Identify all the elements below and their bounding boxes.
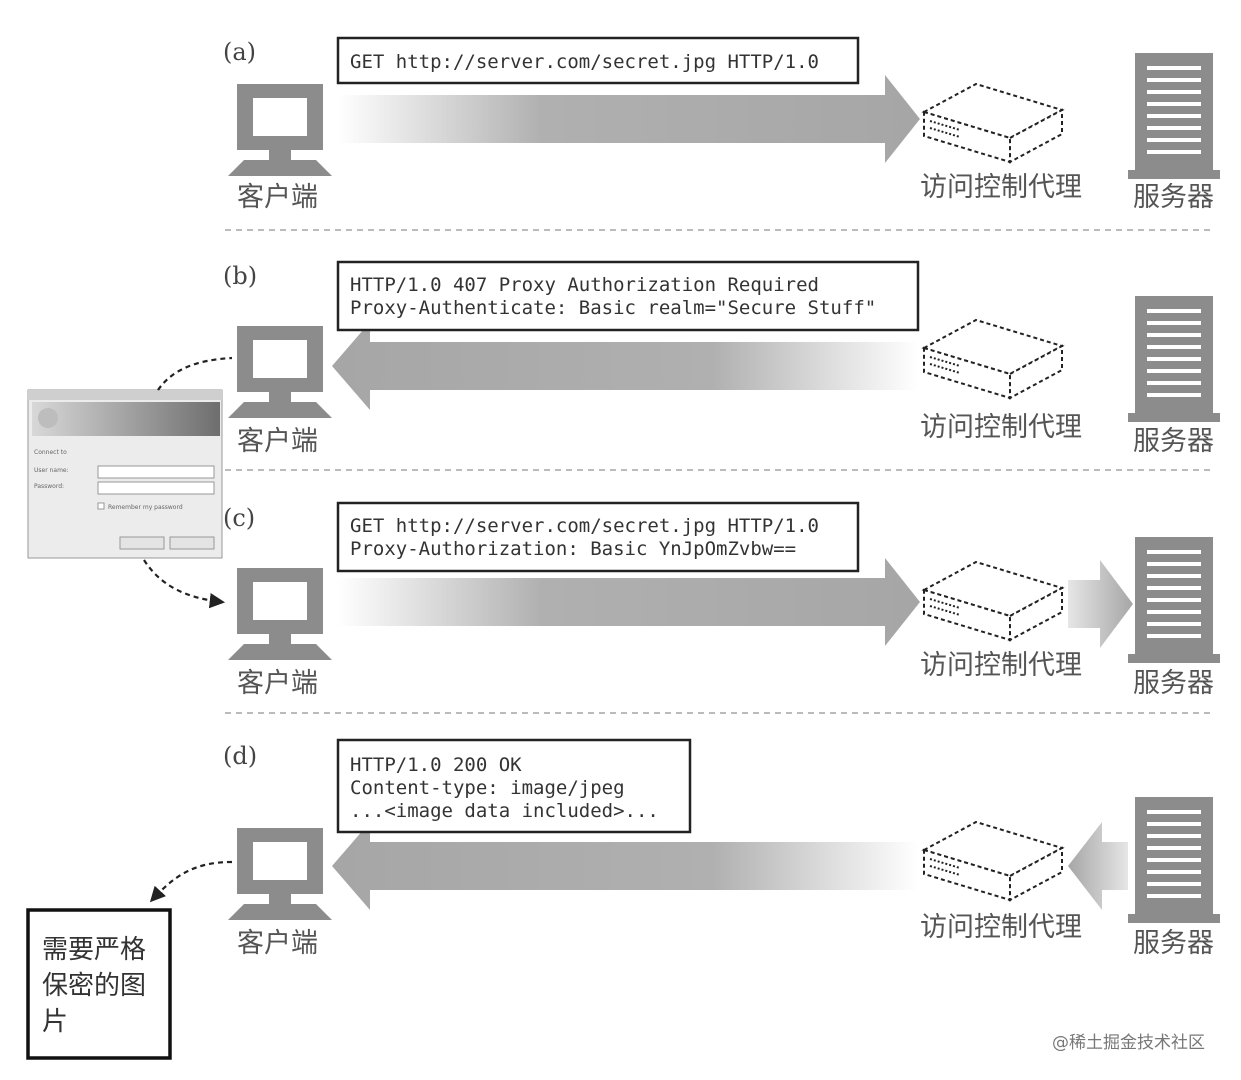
- server-tower-icon: [1128, 797, 1220, 923]
- proxy-label: 访问控制代理: [920, 412, 1082, 443]
- response-arrow: [332, 822, 918, 910]
- http-message-line: ...<image data included>...: [350, 800, 659, 822]
- secret-image-box: 需要严格 保密的图 片: [26, 908, 172, 1060]
- client-computer-icon: [228, 84, 332, 176]
- client-label: 客户端: [237, 182, 318, 213]
- panel-label: (d): [223, 742, 257, 770]
- http-message-line: Content-type: image/jpeg: [350, 777, 625, 799]
- request-arrow: [338, 558, 920, 646]
- http-message-line: Proxy-Authorization: Basic YnJpOmZvbw==: [350, 538, 796, 560]
- http-message-line: GET http://server.com/secret.jpg HTTP/1.…: [350, 515, 819, 537]
- panel-b: (b) HTTP/1.0 407 Proxy Authorization Req…: [223, 260, 1220, 457]
- client-label: 客户端: [237, 668, 318, 699]
- server-label: 服务器: [1133, 182, 1214, 213]
- http-message-line: HTTP/1.0 407 Proxy Authorization Require…: [350, 274, 819, 296]
- proxy-label: 访问控制代理: [920, 912, 1082, 943]
- watermark: @稀土掘金技术社区: [1052, 1033, 1205, 1053]
- http-message-box: [336, 36, 860, 85]
- response-arrow: [332, 322, 918, 410]
- http-message-box: [336, 501, 860, 573]
- server-label: 服务器: [1133, 928, 1214, 959]
- forward-arrow: [1068, 822, 1128, 910]
- svg-text:Remember my password: Remember my password: [108, 504, 183, 511]
- http-message-box: [336, 260, 920, 332]
- client-computer-icon: [228, 568, 332, 660]
- proxy-device-icon: [921, 82, 1065, 164]
- forward-arrow: [1068, 560, 1133, 648]
- panel-label: (b): [223, 262, 257, 290]
- server-tower-icon: [1128, 537, 1220, 663]
- svg-text:Connect to: Connect to: [34, 449, 67, 456]
- server-label: 服务器: [1133, 668, 1214, 699]
- panel-d: (d) HTTP/1.0 200 OK Content-type: image/…: [223, 738, 1220, 959]
- proxy-label: 访问控制代理: [920, 650, 1082, 681]
- http-message-line: Proxy-Authenticate: Basic realm="Secure …: [350, 297, 876, 319]
- secret-note-line: 保密的图: [42, 971, 146, 1001]
- client-label: 客户端: [237, 426, 318, 457]
- svg-text:Password:: Password:: [34, 483, 64, 490]
- http-message-box: [336, 738, 692, 834]
- delivery-curve: [149, 860, 233, 903]
- server-label: 服务器: [1133, 426, 1214, 457]
- client-computer-icon: [228, 828, 332, 920]
- login-dialog-thumbnail: Connect to User name: Password: Remember…: [27, 389, 223, 559]
- proxy-device-icon: [921, 560, 1065, 642]
- svg-text:User name:: User name:: [34, 467, 69, 474]
- panel-label: (c): [223, 504, 255, 532]
- request-arrow: [338, 75, 920, 163]
- client-computer-icon: [228, 326, 332, 418]
- server-tower-icon: [1128, 53, 1220, 179]
- secret-note-line: 片: [42, 1007, 68, 1037]
- panel-label: (a): [223, 38, 256, 66]
- proxy-device-icon: [921, 318, 1065, 400]
- proxy-label: 访问控制代理: [920, 172, 1082, 203]
- panel-c: (c) GET http://server.com/secret.jpg HTT…: [223, 501, 1220, 699]
- proxy-device-icon: [921, 820, 1065, 902]
- dialog-link-curve: [143, 559, 226, 609]
- panel-a: (a) GET http://server.com/secret.jpg HTT…: [223, 36, 1220, 213]
- dialog-link-curve: [157, 356, 233, 391]
- http-message-line: HTTP/1.0 200 OK: [350, 754, 522, 776]
- secret-note-line: 需要严格: [42, 935, 146, 965]
- server-tower-icon: [1128, 296, 1220, 422]
- http-message-line: GET http://server.com/secret.jpg HTTP/1.…: [350, 51, 819, 73]
- client-label: 客户端: [237, 928, 318, 959]
